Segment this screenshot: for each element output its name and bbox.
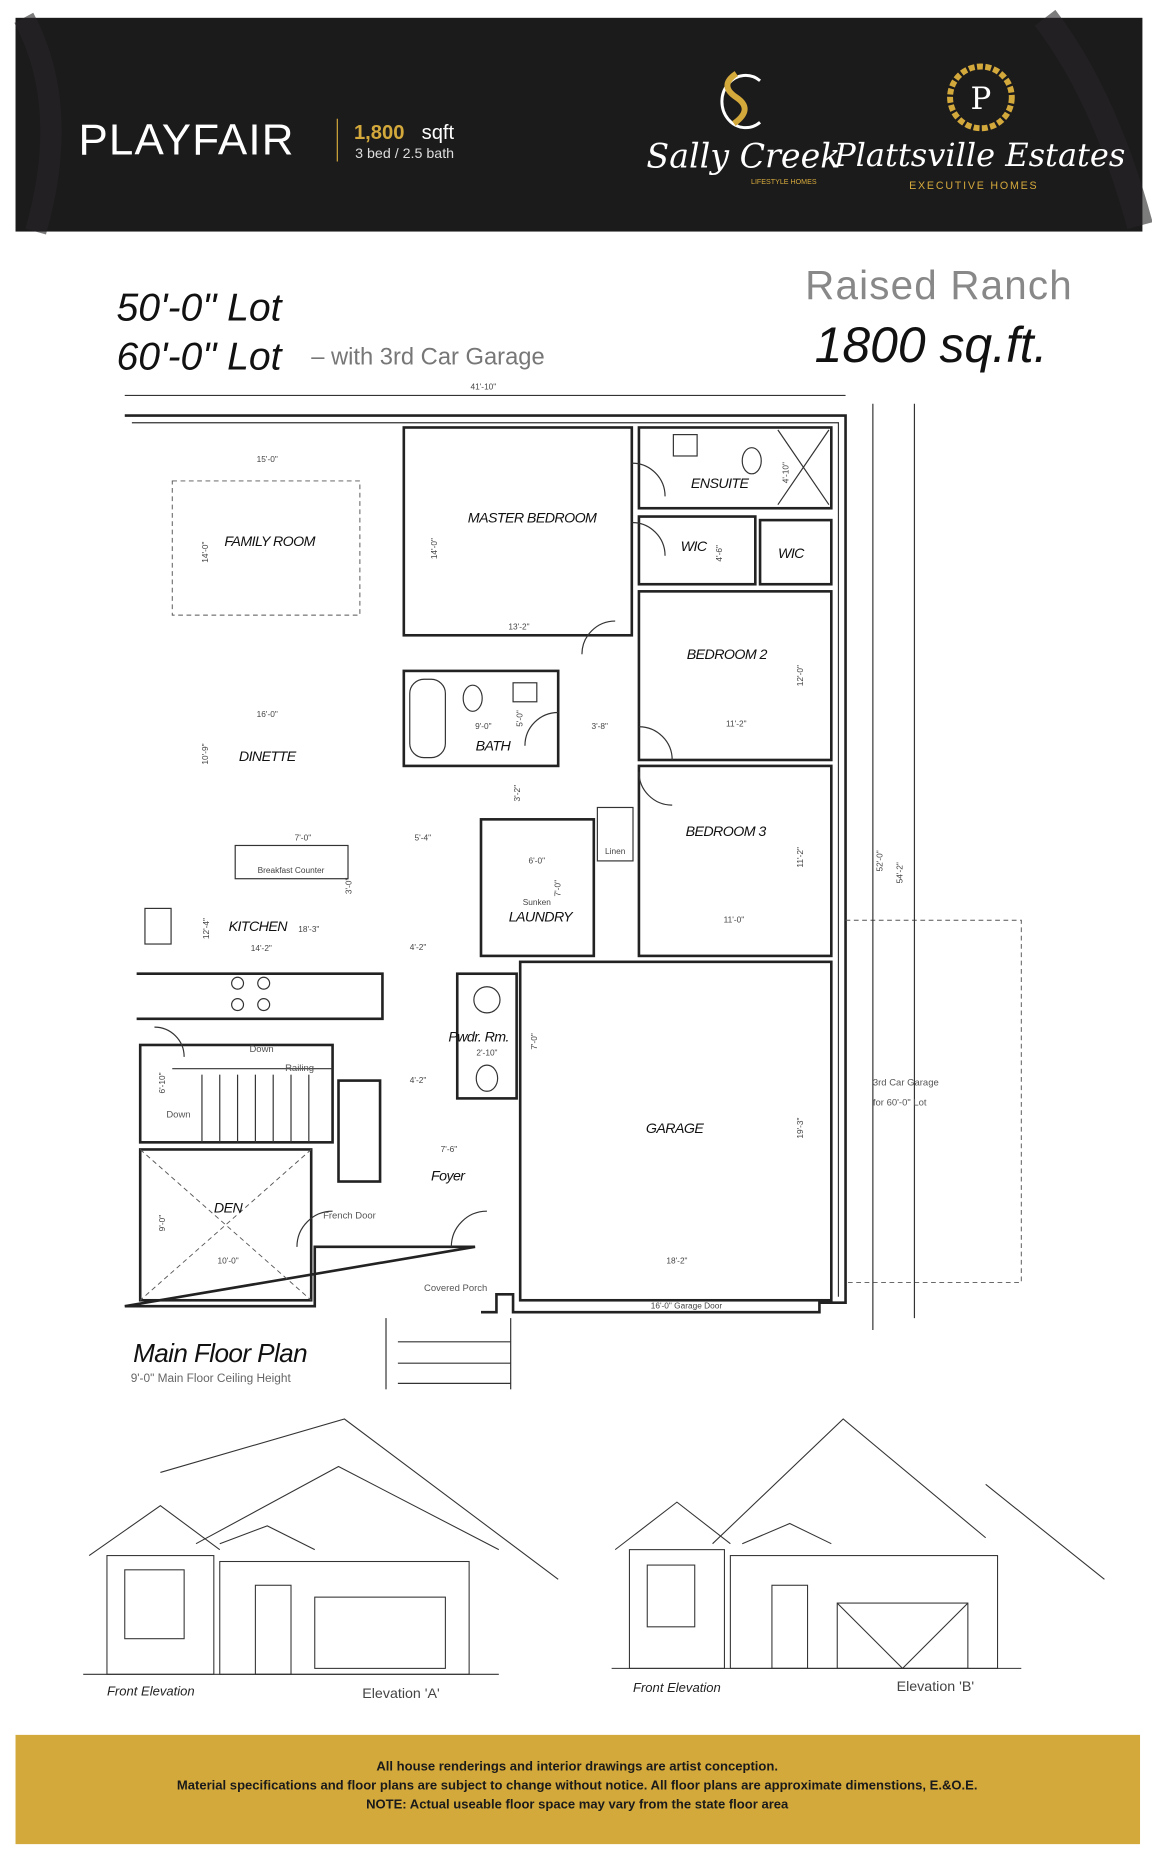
floor-plan-subtitle: 9'-0" Main Floor Ceiling Height — [131, 1371, 292, 1385]
dim-bed2-h: 12'-0" — [795, 665, 805, 686]
label-garage-door: 16'-0" Garage Door — [651, 1301, 723, 1311]
elevation-b-name: Elevation 'B' — [897, 1679, 974, 1695]
dim-dinette-h: 10'-9" — [200, 743, 210, 764]
lot-60-note: – with 3rd Car Garage — [311, 345, 545, 371]
dim-overall-depth: 52'-0" — [874, 850, 884, 871]
label-breakfast-counter: Breakfast Counter — [258, 865, 325, 875]
dim-dinette-w: 16'-0" — [257, 709, 278, 719]
dim-bed3-h: 11'-2" — [795, 847, 805, 868]
disclaimer-line-1: All house renderings and interior drawin… — [376, 1759, 778, 1774]
sqft-unit: sqft — [422, 122, 455, 144]
dim-master-h: 14'-0" — [429, 538, 439, 559]
dim-counter-w: 7'-0" — [295, 833, 312, 843]
bed-bath: 3 bed / 2.5 bath — [355, 146, 454, 162]
dim-master-w: 13'-2" — [508, 621, 529, 631]
room-den: DEN — [214, 1200, 244, 1216]
house-style: Raised Ranch — [805, 262, 1073, 308]
elevation-a-drawing: Front Elevation Elevation 'A' — [83, 1418, 559, 1702]
label-3rd-garage-2: for 60'-0" Lot — [873, 1098, 927, 1109]
dim-hall3: 4'-2" — [410, 942, 427, 952]
label-french-door: French Door — [323, 1210, 376, 1221]
elevation-b-caption: Front Elevation — [633, 1680, 721, 1695]
sqft-value: 1,800 — [354, 122, 404, 144]
label-linen: Linen — [605, 846, 626, 856]
brand1-name: Sally Creek — [646, 136, 840, 175]
header-banner: PLAYFAIR 1,800 sqft 3 bed / 2.5 bath Sal… — [14, 9, 1152, 235]
dim-hall2: 3'-2" — [512, 785, 522, 802]
disclaimer-line-2: Material specifications and floor plans … — [177, 1778, 978, 1793]
brand2-monogram: P — [971, 81, 992, 117]
disclaimer-footer: All house renderings and interior drawin… — [15, 1734, 1141, 1845]
dim-garage-side: 7'-0" — [529, 1033, 539, 1050]
dim-family-h: 14'-0" — [200, 542, 210, 563]
room-foyer: Foyer — [431, 1168, 466, 1184]
dim-family-w: 15'-0" — [257, 454, 278, 464]
room-wic-1: WIC — [681, 539, 708, 555]
dim-bed2-w: 11'-2" — [726, 719, 747, 729]
disclaimer-line-3: NOTE: Actual useable floor space may var… — [366, 1797, 789, 1812]
room-bedroom-2: BEDROOM 2 — [687, 647, 768, 663]
plattsville-estates-logo: P Plattsville Estates EXECUTIVE HOMES — [833, 63, 1125, 192]
house-area: 1800 sq.ft. — [815, 317, 1048, 373]
dim-laundry-h: 7'-0" — [553, 880, 563, 897]
dim-den-w: 10'-0" — [218, 1255, 239, 1265]
label-down-2: Down — [166, 1109, 190, 1120]
dim-ensuite: 4'-10" — [781, 462, 791, 483]
brand1-tagline: LIFESTYLE HOMES — [751, 178, 817, 186]
label-covered-porch: Covered Porch — [424, 1283, 487, 1294]
dim-kitchen-run: 14'-2" — [251, 943, 272, 953]
dim-den-h: 9'-0" — [157, 1215, 167, 1232]
dim-kitchen-h: 12'-4" — [201, 918, 211, 939]
room-laundry: LAUNDRY — [509, 909, 574, 925]
dim-overall-width: 41'-10" — [471, 381, 497, 391]
label-3rd-garage-1: 3rd Car Garage — [873, 1077, 939, 1088]
lot-60: 60'-0" Lot — [116, 335, 283, 378]
dim-foyer-hall: 4'-2" — [410, 1075, 427, 1085]
elevation-a-caption: Front Elevation — [107, 1684, 195, 1699]
dim-bath-h: 5'-0" — [515, 710, 525, 727]
dim-garage-w: 18'-2" — [666, 1255, 687, 1265]
sally-creek-logo: Sally Creek LIFESTYLE HOMES — [646, 71, 840, 186]
room-family: FAMILY ROOM — [224, 534, 315, 550]
dim-stair: 6'-10" — [157, 1072, 167, 1093]
elevation-a-name: Elevation 'A' — [362, 1686, 439, 1702]
room-wic-2: WIC — [778, 546, 805, 562]
dim-foyer-w: 7'-6" — [441, 1144, 458, 1154]
floor-plan: 41'-10" — [124, 381, 1022, 1390]
model-name: PLAYFAIR — [78, 115, 294, 164]
dim-overall-depth2: 54'-2" — [895, 862, 905, 883]
dim-pwdr-w: 2'-10" — [476, 1048, 497, 1058]
room-ensuite: ENSUITE — [691, 476, 750, 492]
room-dinette: DINETTE — [239, 749, 297, 765]
dim-laundry-w: 6'-0" — [529, 855, 546, 865]
elevation-b-drawing: Front Elevation Elevation 'B' — [611, 1418, 1105, 1695]
room-master-bedroom: MASTER BEDROOM — [468, 510, 597, 526]
room-kitchen: KITCHEN — [229, 919, 289, 935]
dim-bed3-w: 11'-0" — [724, 915, 745, 925]
floor-plan-title: Main Floor Plan — [133, 1338, 307, 1368]
dim-wic: 4'-6" — [714, 545, 724, 562]
brand2-tagline: EXECUTIVE HOMES — [909, 180, 1038, 192]
dim-counter-h: 3'-0" — [344, 878, 354, 895]
label-down-1: Down — [249, 1044, 273, 1055]
room-powder: Pwdr. Rm. — [448, 1029, 509, 1045]
room-garage: GARAGE — [646, 1121, 704, 1137]
dim-hall: 3'-8" — [591, 721, 608, 731]
brand2-name: Plattsville Estates — [833, 136, 1125, 174]
room-bath: BATH — [476, 738, 512, 754]
dim-garage-h: 19'-3" — [795, 1117, 805, 1138]
dim-kitchen-w: 18'-3" — [298, 924, 319, 934]
room-bedroom-3: BEDROOM 3 — [686, 824, 767, 840]
room-laundry-prefix: Sunken — [523, 897, 552, 907]
lot-50: 50'-0" Lot — [116, 287, 283, 330]
label-railing: Railing — [285, 1063, 314, 1074]
dim-kitchen-gap: 5'-4" — [415, 833, 432, 843]
dim-bath-w: 9'-0" — [475, 721, 492, 731]
